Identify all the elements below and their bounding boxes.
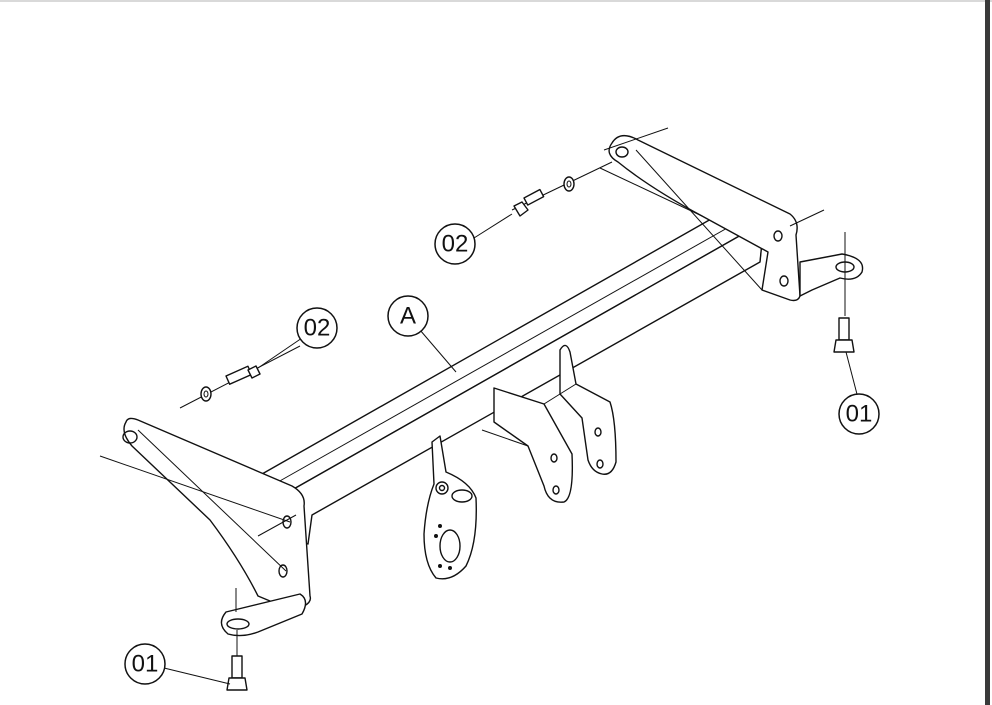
socket-bracket — [423, 435, 477, 580]
left-bracket — [99, 417, 312, 637]
leader-lines — [163, 213, 859, 685]
callout-02-left: 02 — [296, 307, 338, 349]
callout-01-right: 01 — [838, 393, 880, 435]
callout-01-left-label: 01 — [132, 651, 159, 678]
callout-a-label: A — [400, 303, 416, 330]
callout-02-right-label: 02 — [442, 231, 469, 258]
screw-right — [511, 161, 613, 217]
hitch-plates — [481, 344, 617, 503]
bolt-left — [226, 630, 248, 691]
callout-02-left-label: 02 — [304, 315, 331, 342]
callout-01-right-label: 01 — [846, 401, 873, 428]
top-border — [0, 0, 992, 2]
bolt-right — [833, 232, 855, 353]
screw-left — [179, 345, 301, 409]
callout-02-right: 02 — [434, 223, 476, 265]
cross-beam — [261, 205, 765, 545]
callout-a: A — [387, 295, 429, 337]
callout-01-left: 01 — [124, 643, 166, 685]
right-border — [985, 0, 990, 705]
